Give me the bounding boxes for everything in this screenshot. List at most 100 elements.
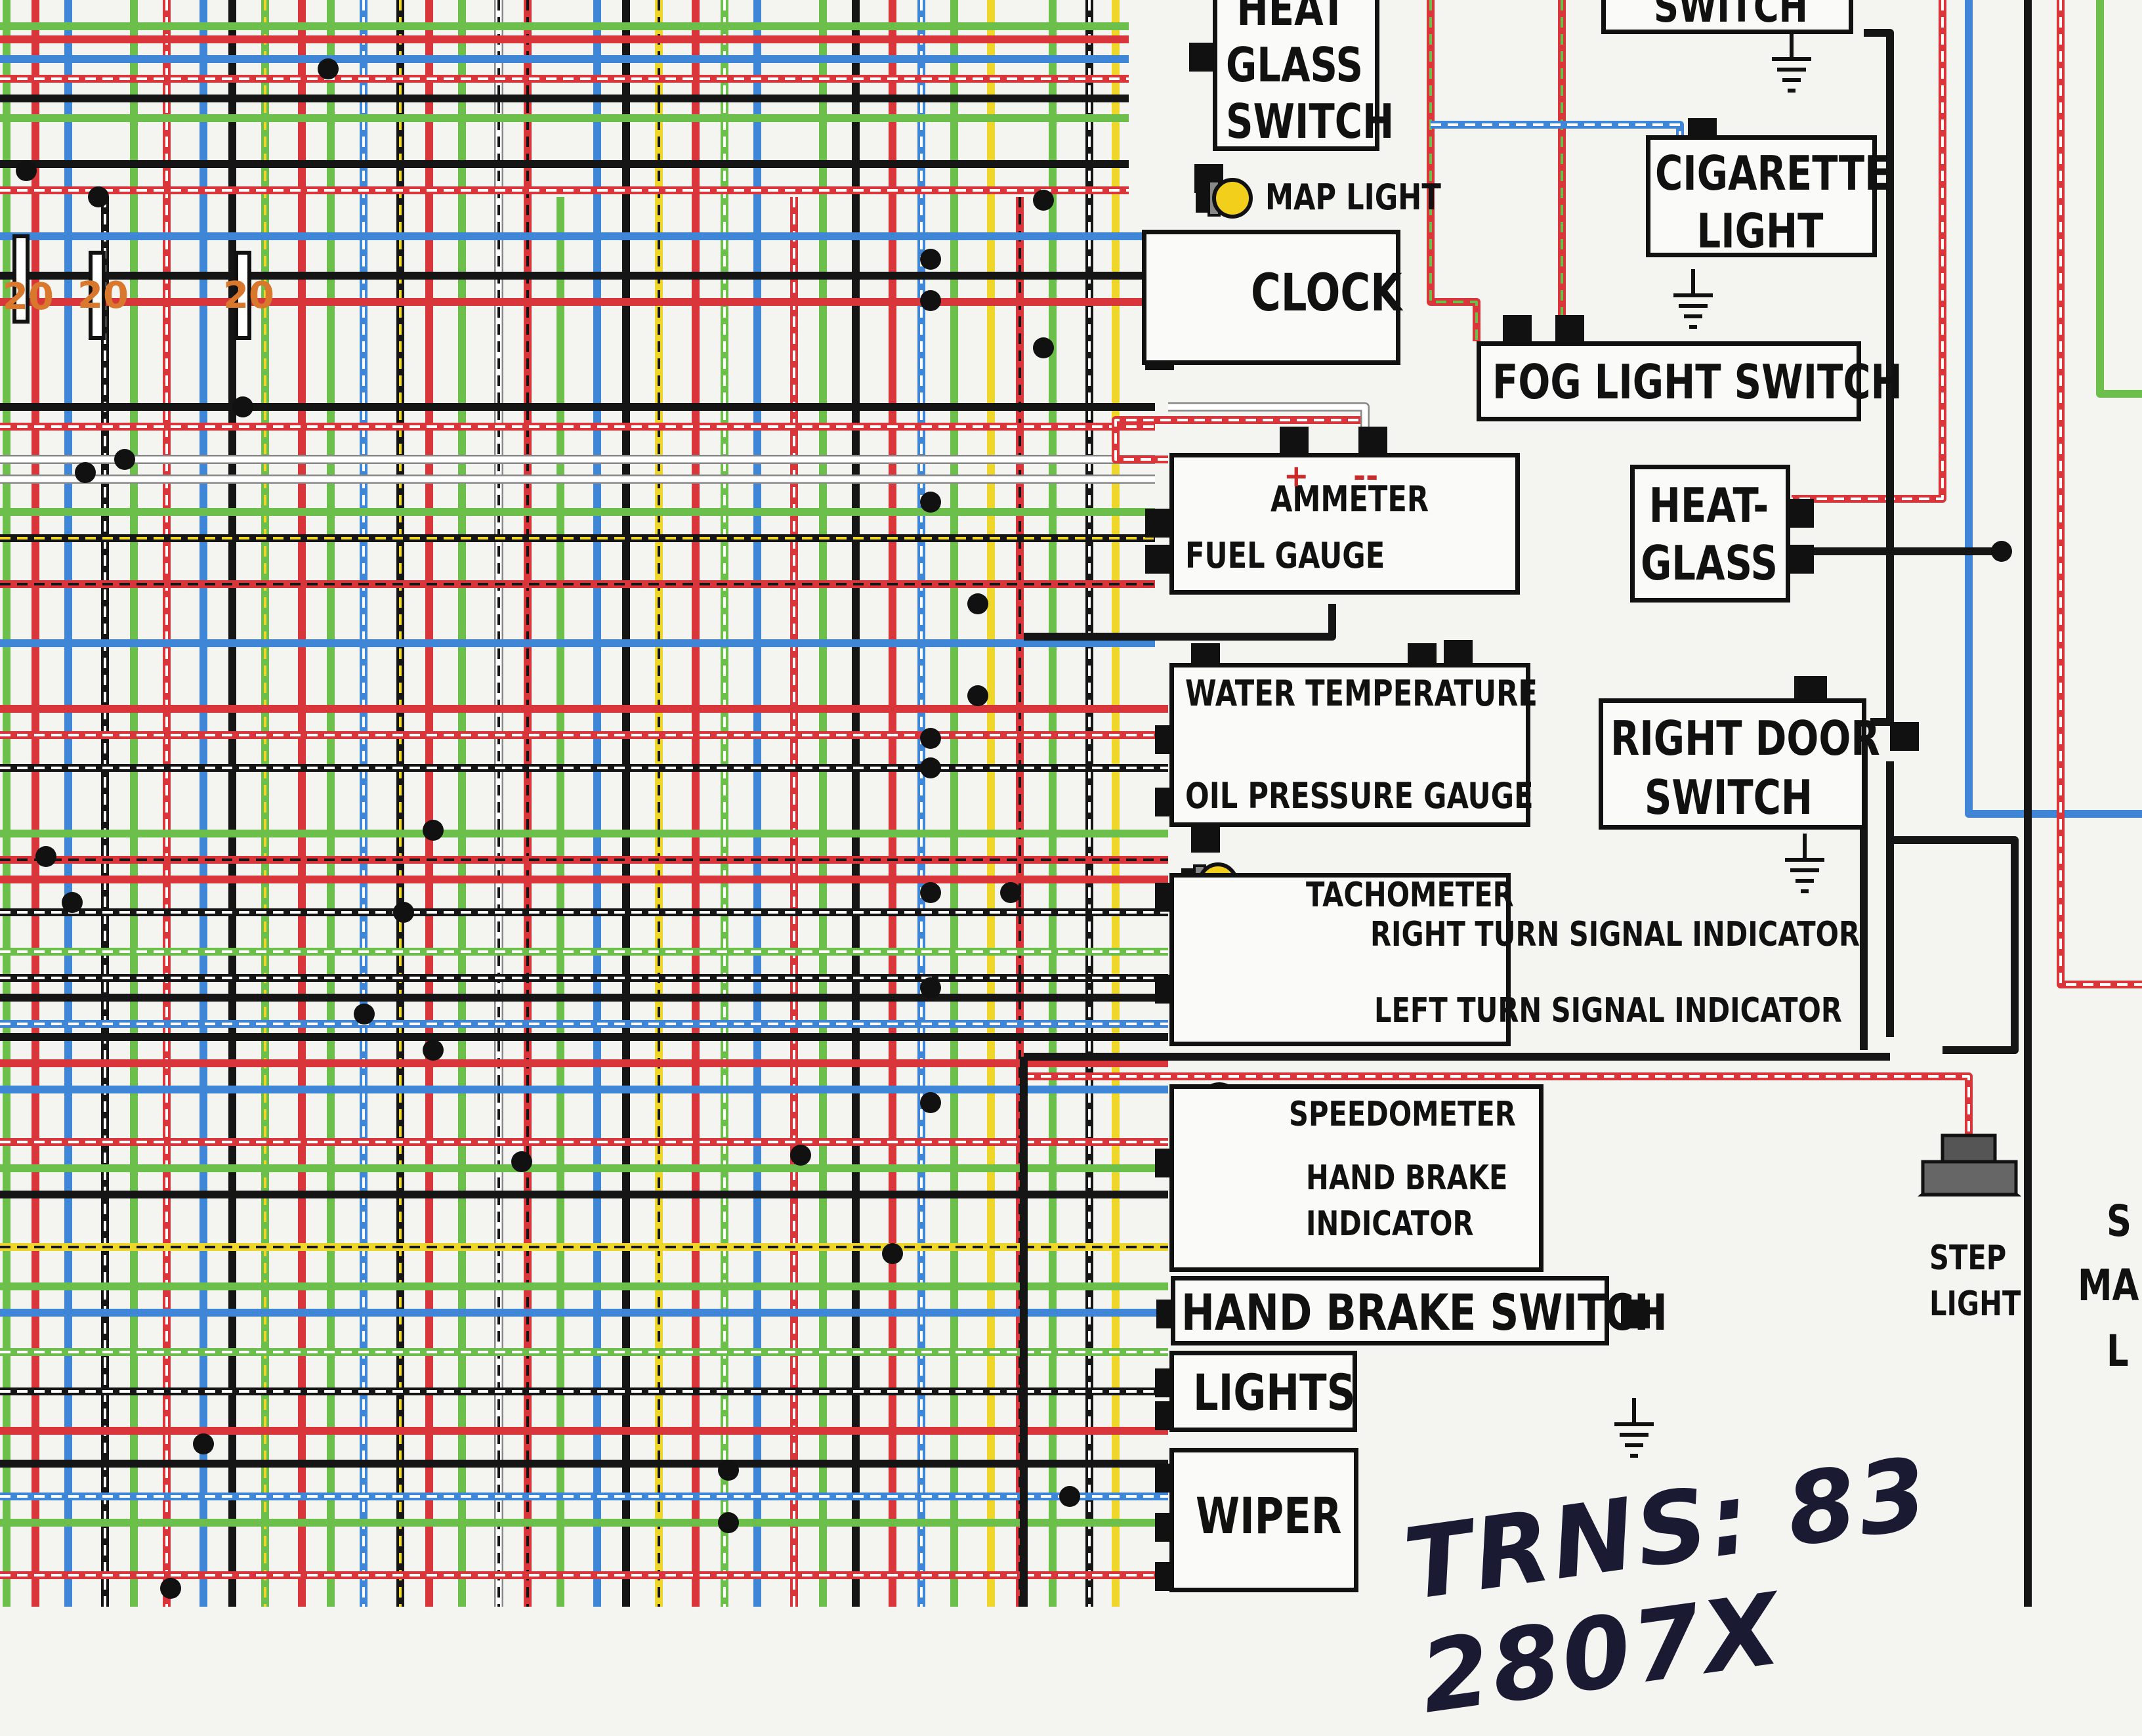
connector-terminal-icon	[1280, 427, 1309, 455]
clock-box	[1142, 230, 1400, 365]
junction-dot	[1033, 337, 1054, 358]
connector-terminal-icon	[1503, 315, 1532, 344]
ground-symbol-icon	[1785, 834, 1824, 893]
junction-dot	[967, 593, 988, 614]
water-oil-gauge-box	[1169, 663, 1530, 827]
right-door-switch-box	[1599, 698, 1866, 830]
bulb-socket-icon	[1196, 178, 1253, 219]
wire	[1864, 29, 1894, 726]
left-turn-signal-indicator-label: LEFT TURN SIGNAL INDICATOR	[1374, 991, 1842, 1030]
junction-dot	[882, 1243, 903, 1264]
top-switch-box	[1601, 0, 1853, 34]
ammeter-fuel-gauge-box	[1169, 453, 1520, 595]
junction-dot	[232, 396, 253, 417]
junction-dot	[920, 290, 941, 311]
step-light-icon	[1917, 1133, 2022, 1196]
ammeter-plus: +	[1284, 458, 1309, 494]
wiper-switch-label: WIPER	[1196, 1487, 1342, 1545]
fuel-gauge-label: FUEL GAUGE	[1185, 535, 1385, 576]
cigarette-light-box	[1646, 135, 1877, 257]
heat-glass-switch-label: HEAT GLASS SWITCH	[1226, 0, 1395, 149]
connector-terminal-icon	[1358, 427, 1387, 455]
junction-dot	[354, 1004, 375, 1025]
junction-dot	[35, 846, 56, 867]
right-turn-signal-indicator-label: RIGHT TURN SIGNAL INDICATOR	[1370, 915, 1860, 954]
junction-dot	[920, 882, 941, 903]
partial-right-label-1: S	[2107, 1196, 2132, 1246]
junction-dot	[1033, 190, 1054, 211]
hand-brake-switch-box	[1171, 1276, 1609, 1345]
junction-dot	[393, 902, 414, 923]
junction-dot	[88, 186, 109, 207]
wire	[2096, 0, 2142, 398]
fuse-label: 20	[77, 274, 129, 317]
step-light-label: STEP LIGHT	[1929, 1238, 2021, 1324]
junction-dot	[114, 449, 135, 470]
heat-glass-switch-box	[1213, 0, 1379, 151]
right-door-switch-label: RIGHT DOOR SWITCH	[1610, 711, 1880, 825]
hand-brake-switch-label: HAND BRAKE SWITCH	[1181, 1283, 1668, 1342]
fog-light-switch-box	[1477, 341, 1861, 421]
junction-dot	[1059, 1486, 1080, 1507]
connector-terminal-icon	[1621, 1300, 1650, 1328]
ground-symbol-icon	[1614, 1398, 1654, 1458]
junction-dot	[1000, 882, 1021, 903]
junction-dot	[920, 977, 941, 998]
ground-symbol-icon	[1673, 269, 1713, 329]
wire	[1427, 0, 1480, 341]
fuse-icon	[12, 234, 30, 324]
junction-dot	[920, 492, 941, 513]
clock-label: CLOCK	[1251, 264, 1402, 323]
fuse-label: 20	[223, 274, 274, 317]
wire	[1965, 0, 2142, 818]
connector-terminal-icon	[1555, 315, 1584, 344]
junction-dot	[318, 58, 339, 79]
fuse-icon	[89, 251, 106, 340]
map-light-label: MAP LIGHT	[1265, 177, 1441, 218]
wiper-switch-box	[1169, 1448, 1358, 1592]
junction-dot	[16, 160, 37, 181]
junction-dot	[920, 1092, 941, 1113]
fuse-icon	[234, 251, 251, 340]
junction-dot	[920, 249, 941, 270]
junction-dot	[790, 1145, 811, 1166]
partial-right-label-2: MA	[2078, 1260, 2139, 1311]
ammeter-label: AMMETER	[1270, 478, 1429, 520]
junction-dot	[75, 462, 96, 483]
wire	[1890, 836, 2019, 1054]
junction-dot	[920, 757, 941, 778]
wire	[1168, 404, 1368, 453]
cigarette-light-label: CIGARETTE LIGHT	[1655, 146, 1891, 259]
top-switch-label: SWITCH	[1654, 0, 1808, 32]
tachometer-label: TACHOMETER	[1306, 876, 1514, 915]
connector-terminal-icon	[1191, 824, 1220, 853]
junction-dot	[718, 1460, 739, 1481]
tachometer-box	[1169, 873, 1511, 1046]
wire	[1431, 121, 1684, 135]
wiring-harness	[0, 0, 2142, 1607]
junction-dot	[718, 1512, 739, 1533]
junction-dot	[423, 820, 444, 841]
junction-dot	[193, 1433, 214, 1454]
speedometer-label: SPEEDOMETER	[1289, 1095, 1516, 1134]
junction-dot	[511, 1151, 532, 1172]
connector-terminal-icon	[1145, 545, 1174, 574]
speedometer-box	[1169, 1084, 1544, 1272]
junction-dot	[967, 685, 988, 706]
heat-glass-box	[1630, 465, 1790, 603]
partial-right-label-3: L	[2107, 1326, 2129, 1376]
ammeter-minus: --	[1353, 458, 1379, 494]
junction-dot	[1991, 541, 2012, 562]
fuse-label: 20	[3, 276, 54, 318]
ground-symbol-icon	[1772, 33, 1811, 93]
connector-terminal-icon	[1890, 722, 1919, 751]
fog-light-switch-label: FOG LIGHT SWITCH	[1492, 354, 1902, 410]
connector-terminal-icon	[1145, 509, 1174, 538]
wire	[1024, 604, 1336, 641]
heat-glass-label: HEAT- GLASS	[1641, 478, 1778, 591]
junction-dot	[160, 1578, 181, 1599]
junction-dot	[920, 728, 941, 749]
oil-pressure-gauge-label: OIL PRESSURE GAUGE	[1185, 775, 1534, 816]
junction-dot	[62, 892, 83, 913]
lights-switch-box	[1169, 1351, 1357, 1432]
